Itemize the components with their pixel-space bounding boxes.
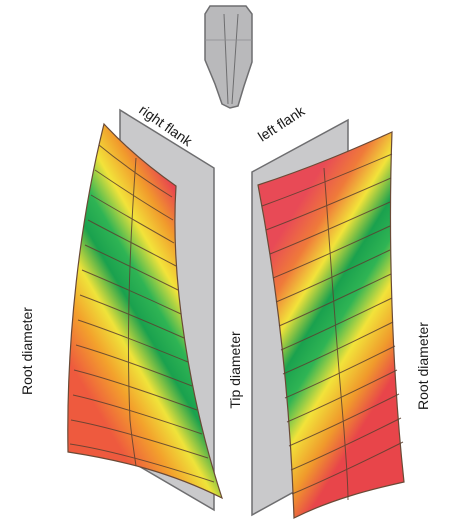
left-flank-label: left flank [255, 102, 308, 144]
left-flank-deviation-map [257, 131, 405, 519]
tip-diameter-label: Tip diameter [227, 331, 243, 409]
probe-body [204, 5, 253, 109]
left-flank-grid [261, 153, 404, 501]
probe-facet-line [231, 13, 239, 105]
right-flank-surface [67, 122, 224, 500]
right-flank-deviation-map [67, 122, 224, 500]
right-flank-grid [69, 144, 215, 483]
root-diameter-label-left: Root diameter [19, 307, 35, 395]
left-flank-surface [257, 131, 405, 519]
probe [204, 5, 253, 109]
probe-facet-line [223, 13, 229, 105]
root-diameter-label-right: Root diameter [415, 322, 431, 410]
